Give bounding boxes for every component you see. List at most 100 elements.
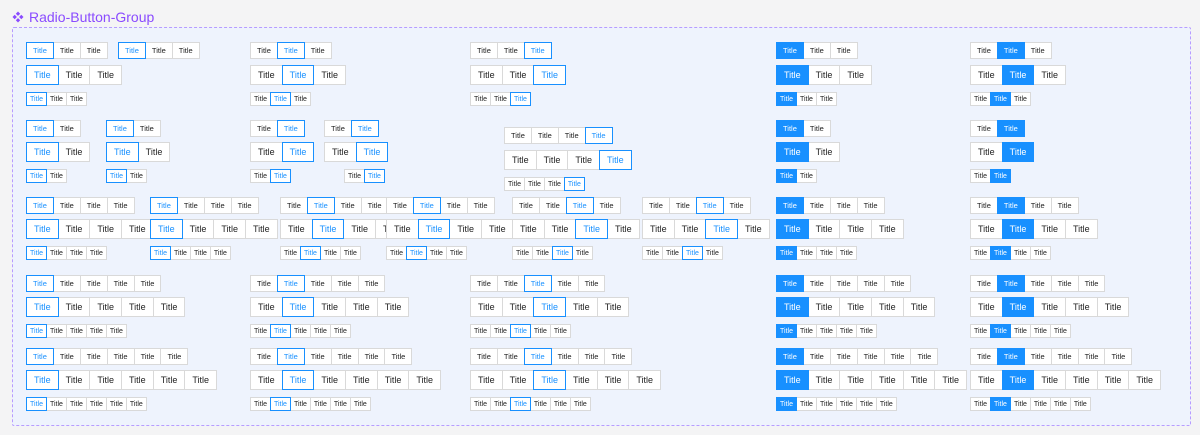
- radio-option[interactable]: Title: [829, 42, 858, 59]
- radio-option[interactable]: Title: [970, 169, 991, 183]
- radio-option[interactable]: Title: [970, 348, 998, 365]
- radio-option[interactable]: Title: [815, 92, 837, 106]
- radio-option-selected[interactable]: Title: [565, 197, 594, 214]
- radio-option[interactable]: Title: [970, 246, 991, 260]
- radio-option-selected[interactable]: Title: [776, 275, 804, 292]
- radio-option[interactable]: Title: [795, 169, 817, 183]
- radio-option[interactable]: Title: [538, 197, 567, 214]
- radio-option-selected[interactable]: Title: [989, 397, 1011, 411]
- radio-option[interactable]: Title: [1049, 397, 1071, 411]
- radio-option[interactable]: Title: [661, 246, 683, 260]
- radio-option[interactable]: Title: [856, 275, 885, 292]
- radio-option-selected[interactable]: Title: [276, 42, 305, 59]
- radio-option-selected[interactable]: Title: [776, 348, 804, 365]
- radio-option[interactable]: Title: [550, 348, 579, 365]
- radio-option[interactable]: Title: [449, 219, 483, 239]
- radio-option[interactable]: Title: [203, 197, 232, 214]
- radio-option[interactable]: Title: [470, 297, 503, 317]
- radio-option[interactable]: Title: [512, 246, 533, 260]
- radio-option[interactable]: Title: [1065, 370, 1098, 390]
- radio-option-selected[interactable]: Title: [989, 92, 1011, 106]
- radio-option[interactable]: Title: [883, 348, 912, 365]
- radio-option[interactable]: Title: [245, 219, 278, 239]
- radio-option[interactable]: Title: [1033, 297, 1067, 317]
- radio-option[interactable]: Title: [839, 297, 873, 317]
- radio-option[interactable]: Title: [501, 370, 535, 390]
- radio-option[interactable]: Title: [970, 92, 991, 106]
- radio-option[interactable]: Title: [386, 246, 407, 260]
- radio-option[interactable]: Title: [250, 397, 271, 411]
- radio-option[interactable]: Title: [57, 65, 91, 85]
- radio-option[interactable]: Title: [807, 142, 841, 162]
- radio-option[interactable]: Title: [815, 324, 837, 338]
- radio-option[interactable]: Title: [802, 120, 831, 137]
- radio-option[interactable]: Title: [489, 324, 511, 338]
- radio-option[interactable]: Title: [250, 65, 283, 85]
- radio-option[interactable]: Title: [181, 219, 215, 239]
- radio-option[interactable]: Title: [970, 142, 1003, 162]
- radio-option[interactable]: Title: [280, 219, 313, 239]
- radio-option[interactable]: Title: [230, 197, 259, 214]
- radio-option[interactable]: Title: [934, 370, 968, 390]
- radio-option-selected[interactable]: Title: [1001, 219, 1035, 239]
- radio-option[interactable]: Title: [445, 246, 467, 260]
- radio-option[interactable]: Title: [970, 219, 1003, 239]
- radio-option[interactable]: Title: [330, 275, 359, 292]
- radio-option[interactable]: Title: [604, 348, 633, 365]
- radio-option-selected[interactable]: Title: [405, 246, 427, 260]
- radio-option[interactable]: Title: [871, 370, 904, 390]
- radio-option[interactable]: Title: [345, 370, 378, 390]
- radio-option-selected[interactable]: Title: [281, 142, 315, 162]
- radio-option[interactable]: Title: [289, 324, 311, 338]
- radio-option-selected[interactable]: Title: [1001, 142, 1035, 162]
- radio-option[interactable]: Title: [79, 348, 108, 365]
- radio-option[interactable]: Title: [970, 120, 998, 137]
- radio-option-selected[interactable]: Title: [106, 120, 134, 137]
- radio-option[interactable]: Title: [1029, 324, 1051, 338]
- radio-option[interactable]: Title: [79, 275, 108, 292]
- radio-option[interactable]: Title: [802, 348, 831, 365]
- radio-option[interactable]: Title: [45, 246, 67, 260]
- radio-option[interactable]: Title: [829, 348, 858, 365]
- radio-option[interactable]: Title: [1065, 297, 1098, 317]
- radio-option-selected[interactable]: Title: [776, 169, 797, 183]
- radio-option-selected[interactable]: Title: [26, 324, 47, 338]
- radio-option[interactable]: Title: [802, 197, 831, 214]
- radio-option[interactable]: Title: [530, 127, 559, 144]
- radio-option[interactable]: Title: [1096, 297, 1130, 317]
- radio-option-selected[interactable]: Title: [281, 370, 315, 390]
- radio-option[interactable]: Title: [470, 397, 491, 411]
- radio-option[interactable]: Title: [549, 397, 571, 411]
- radio-option-selected[interactable]: Title: [584, 127, 613, 144]
- radio-option[interactable]: Title: [470, 324, 491, 338]
- radio-option-selected[interactable]: Title: [106, 142, 139, 162]
- radio-option[interactable]: Title: [45, 169, 67, 183]
- radio-option[interactable]: Title: [357, 275, 386, 292]
- radio-option[interactable]: Title: [152, 370, 186, 390]
- radio-option[interactable]: Title: [125, 397, 147, 411]
- radio-option-selected[interactable]: Title: [776, 219, 809, 239]
- radio-option-selected[interactable]: Title: [523, 348, 552, 365]
- radio-option-selected[interactable]: Title: [996, 120, 1025, 137]
- radio-option[interactable]: Title: [835, 246, 857, 260]
- radio-option[interactable]: Title: [1050, 275, 1079, 292]
- radio-option[interactable]: Title: [470, 65, 503, 85]
- radio-option[interactable]: Title: [1050, 348, 1079, 365]
- radio-option[interactable]: Title: [309, 324, 331, 338]
- radio-option[interactable]: Title: [329, 324, 351, 338]
- radio-option[interactable]: Title: [470, 42, 498, 59]
- radio-option[interactable]: Title: [209, 246, 231, 260]
- radio-option[interactable]: Title: [106, 275, 135, 292]
- radio-option[interactable]: Title: [1033, 370, 1067, 390]
- radio-option-selected[interactable]: Title: [281, 65, 315, 85]
- radio-option[interactable]: Title: [360, 197, 389, 214]
- radio-option[interactable]: Title: [45, 397, 67, 411]
- radio-option[interactable]: Title: [910, 348, 939, 365]
- radio-option[interactable]: Title: [376, 297, 410, 317]
- radio-option[interactable]: Title: [535, 150, 569, 170]
- radio-option-selected[interactable]: Title: [269, 92, 291, 106]
- radio-option[interactable]: Title: [250, 370, 283, 390]
- radio-option[interactable]: Title: [52, 197, 81, 214]
- radio-option[interactable]: Title: [512, 197, 540, 214]
- radio-option-selected[interactable]: Title: [26, 219, 59, 239]
